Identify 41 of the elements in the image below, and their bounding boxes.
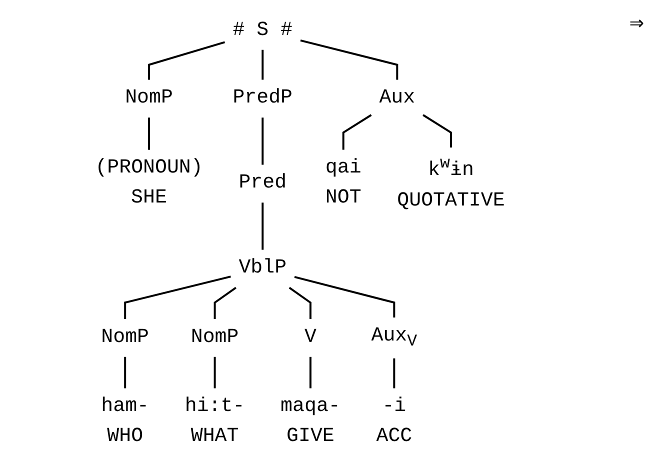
connector [262, 202, 264, 250]
connector [124, 356, 126, 388]
node-text: Pred [238, 172, 287, 195]
node-text: (PRONOUN) [95, 156, 203, 180]
connector [294, 276, 396, 318]
node-label: WHAT [190, 425, 239, 448]
node-text: NomP [125, 86, 173, 110]
connector [309, 356, 312, 388]
node-text: NomP [101, 326, 150, 349]
node-label: NOT [325, 186, 362, 210]
node-text: qai [325, 156, 362, 180]
node-text: k$^{w}$ɨn [428, 154, 474, 182]
connector [300, 39, 398, 80]
node-text: Aux$_{V}$ [371, 324, 418, 352]
connector [214, 286, 236, 320]
connector [288, 286, 312, 320]
node-text: # S # [232, 18, 293, 42]
node-label: WHO [107, 425, 144, 448]
node-text: Aux [379, 86, 416, 110]
connector [262, 118, 264, 165]
node-text: maqa- [280, 395, 340, 418]
connector [342, 114, 372, 150]
node-text: ham- [101, 395, 150, 418]
node-text: V [304, 326, 316, 349]
node-text: PredP [232, 86, 293, 110]
node-label: SHE [131, 186, 167, 210]
node-label: GIVE [286, 425, 334, 448]
node-text: NomP [190, 326, 239, 349]
connector [214, 356, 216, 388]
connector [262, 50, 264, 80]
transformation-arrow-symbol: ⇒ [630, 10, 644, 38]
node-text: -i [382, 395, 406, 418]
connector [148, 118, 150, 150]
node-text: hi:t- [184, 395, 245, 418]
node-text: VblP [238, 256, 287, 280]
node-label: QUOTATIVE [397, 188, 505, 212]
connector [148, 41, 226, 80]
node-label: ACC [376, 425, 412, 448]
connector [124, 276, 231, 320]
connector [422, 114, 452, 148]
connector [393, 358, 396, 388]
